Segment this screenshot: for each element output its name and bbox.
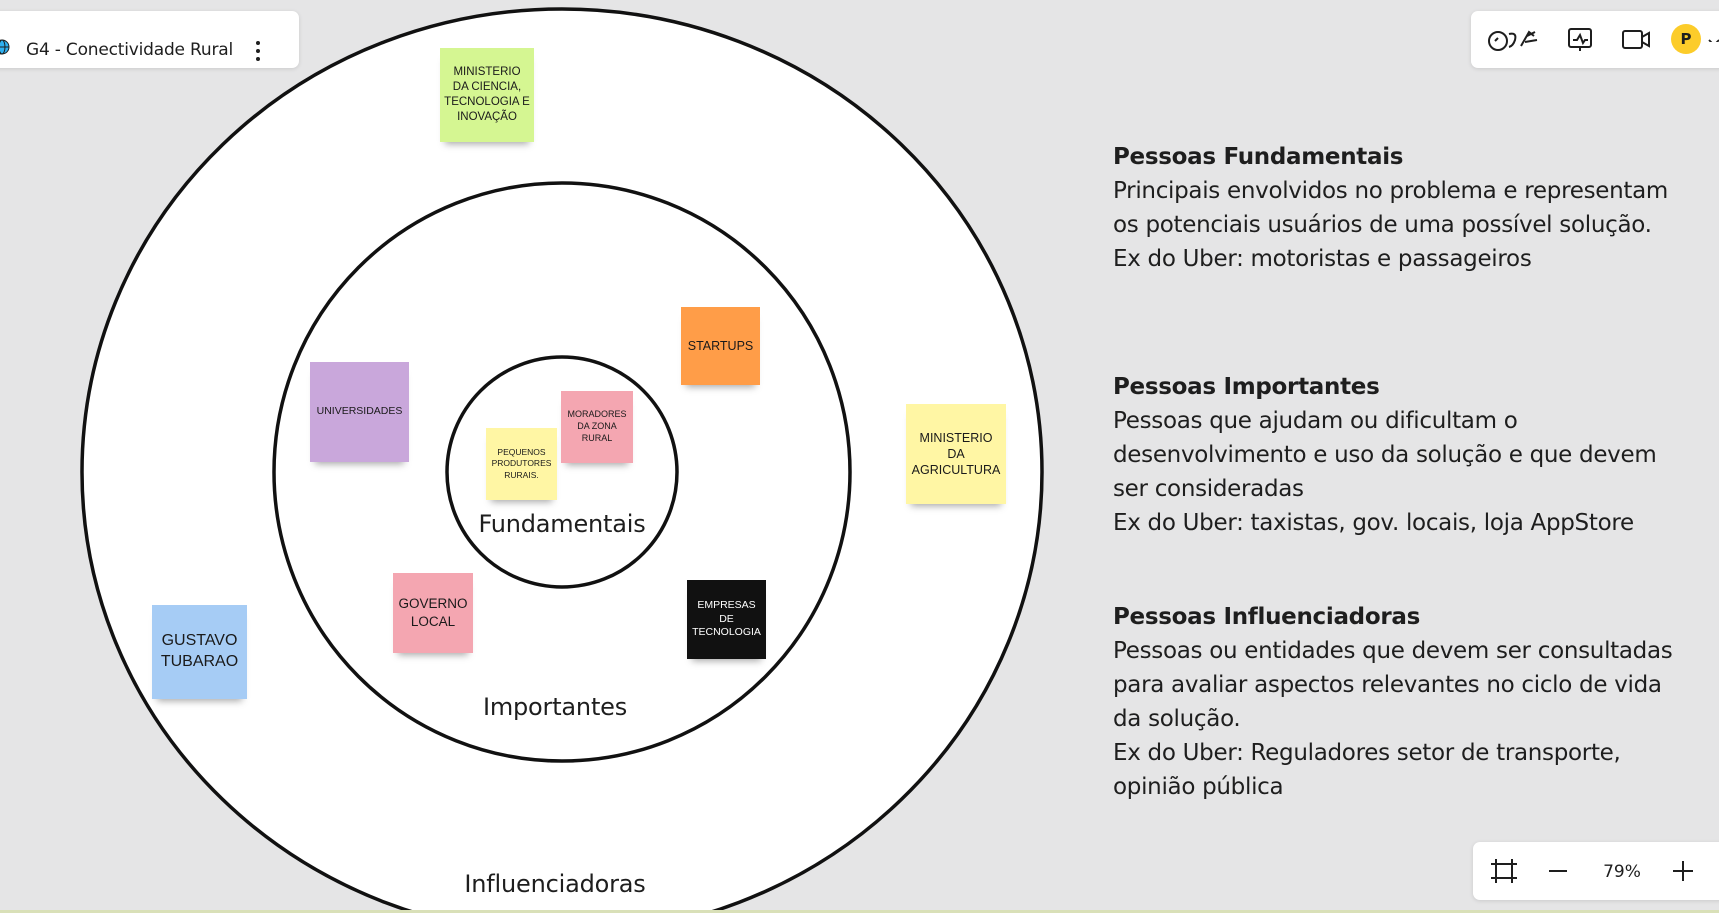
activity-chart-icon[interactable] <box>1566 26 1600 56</box>
avatar[interactable]: P <box>1671 24 1701 54</box>
sticky-note-moradores[interactable]: MORADORES DA ZONA RURAL <box>561 391 633 463</box>
legend-line: Ex do Uber: motoristas e passageiros <box>1113 246 1532 272</box>
reactions-icon[interactable] <box>1487 24 1545 54</box>
sticky-note-gustavo-tubarao[interactable]: GUSTAVO TUBARAO <box>152 605 247 699</box>
legend-line: Pessoas que ajudam ou dificultam o <box>1113 408 1518 434</box>
zoom-level[interactable]: 79% <box>1603 862 1641 882</box>
legend-influenciadoras[interactable]: Pessoas Influenciadoras Pessoas ou entid… <box>1113 604 1713 804</box>
board-header-panel: G4 - Conectividade Rural <box>0 11 299 68</box>
sticky-note-text: GUSTAVO TUBARAO <box>160 632 239 670</box>
legend-title: Pessoas Importantes <box>1113 374 1380 400</box>
inner-ring-label: Fundamentais <box>478 510 646 538</box>
middle-ring-label: Importantes <box>482 693 628 721</box>
sticky-note-text: MORADORES DA ZONA RURAL <box>567 409 627 443</box>
sticky-note-text: GOVERNO LOCAL <box>398 596 468 629</box>
sticky-note-startups[interactable]: STARTUPS <box>681 307 760 385</box>
chevron-down-icon[interactable] <box>1708 34 1719 42</box>
board-title[interactable]: G4 - Conectividade Rural <box>26 40 233 60</box>
legend-title: Pessoas Fundamentais <box>1113 144 1404 170</box>
board-bottom-edge <box>0 910 1719 913</box>
fit-to-screen-icon[interactable] <box>1489 857 1519 885</box>
legend-line: os potenciais usuários de uma possível s… <box>1113 212 1652 238</box>
sticky-note-governo-local[interactable]: GOVERNO LOCAL <box>393 573 473 653</box>
sticky-note-text: MINISTERIO DA CIENCIA, TECNOLOGIA E INOV… <box>444 66 530 123</box>
legend-line: Principais envolvidos no problema e repr… <box>1113 178 1668 204</box>
outer-ring-label: Influenciadoras <box>464 870 646 898</box>
sticky-note-ministerio-agricultura[interactable]: MINISTERIO DA AGRICULTURA <box>906 404 1006 504</box>
zoom-in-icon[interactable] <box>1668 857 1698 885</box>
legend-line: opinião pública <box>1113 774 1284 800</box>
more-options-icon[interactable] <box>248 38 268 64</box>
legend-line: desenvolvimento e uso da solução e que d… <box>1113 442 1657 468</box>
legend-line: Ex do Uber: Reguladores setor de transpo… <box>1113 740 1621 766</box>
legend-importantes[interactable]: Pessoas Importantes Pessoas que ajudam o… <box>1113 374 1713 540</box>
sticky-note-pequenos-produtores[interactable]: PEQUENOS PRODUTORES RURAIS. <box>486 428 557 500</box>
legend-line: da solução. <box>1113 706 1241 732</box>
sticky-note-universidades[interactable]: UNIVERSIDADES <box>310 362 409 462</box>
legend-line: para avaliar aspectos relevantes no cicl… <box>1113 672 1662 698</box>
globe-icon <box>0 39 12 55</box>
legend-line: Pessoas ou entidades que devem ser consu… <box>1113 638 1673 664</box>
sticky-note-text: STARTUPS <box>687 338 754 353</box>
sticky-note-text: PEQUENOS PRODUTORES RURAIS. <box>491 447 552 480</box>
sticky-note-text: MINISTERIO DA AGRICULTURA <box>911 430 1001 478</box>
legend-line: ser consideradas <box>1113 476 1304 502</box>
sticky-note-text: UNIVERSIDADES <box>316 405 403 418</box>
legend-fundamentais[interactable]: Pessoas Fundamentais Principais envolvid… <box>1113 144 1713 276</box>
sticky-note-ministerio-ciencia[interactable]: MINISTERIO DA CIENCIA, TECNOLOGIA E INOV… <box>440 48 534 142</box>
legend-line: Ex do Uber: taxistas, gov. locais, loja … <box>1113 510 1634 536</box>
video-camera-icon[interactable] <box>1620 28 1654 58</box>
legend-title: Pessoas Influenciadoras <box>1113 604 1420 630</box>
sticky-note-text: EMPRESAS DE TECNOLOGIA <box>692 599 761 639</box>
zoom-out-icon[interactable] <box>1543 857 1573 885</box>
sticky-note-empresas-tecnologia[interactable]: EMPRESAS DE TECNOLOGIA <box>687 580 766 659</box>
